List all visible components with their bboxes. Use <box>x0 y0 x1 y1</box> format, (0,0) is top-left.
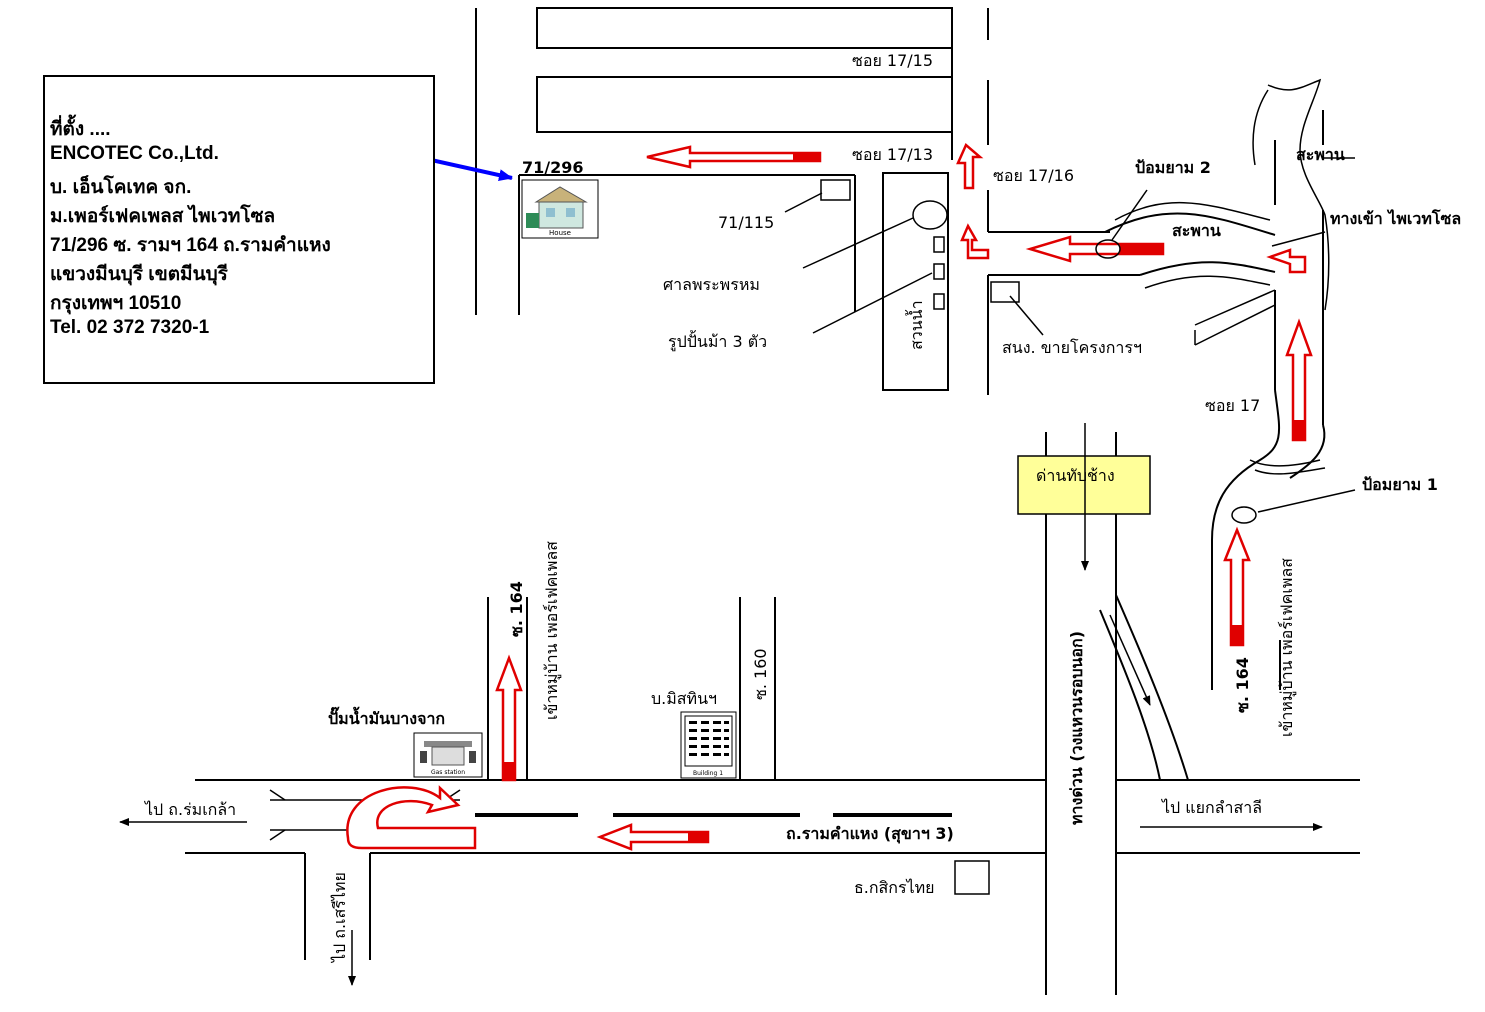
route-arrows <box>346 142 1313 851</box>
label-soi-17-13: ซอย 17/13 <box>852 145 933 164</box>
label-soi-164-left: ซ. 164 <box>507 581 526 637</box>
label-kasikorn: ธ.กสิกรไทย <box>854 878 935 897</box>
info-heading: ที่ตั้ง .... <box>50 119 111 140</box>
leader-lines <box>784 189 1356 513</box>
kasikorn-bank-box <box>954 860 990 895</box>
label-soi-17: ซอย 17 <box>1205 396 1260 415</box>
house-71-115-box <box>820 179 851 201</box>
label-private-entrance: ทางเข้า ไพเวทโซล <box>1330 208 1461 228</box>
label-soi-17-16: ซอย 17/16 <box>993 166 1074 185</box>
label-guard-2: ป้อมยาม 2 <box>1135 158 1211 177</box>
water-park-block <box>882 172 949 391</box>
label-horses: รูปปั้นม้า 3 ตัว <box>668 330 767 352</box>
building-icon: Building 1 <box>680 711 737 779</box>
label-to-serithai: ไป ถ.เสรีไทย <box>330 872 349 964</box>
address-info-box: ที่ตั้ง .... ENCOTEC Co.,Ltd. บ. เอ็นโคเ… <box>43 75 435 384</box>
house-icon-map: House <box>521 179 599 239</box>
expressway-roads <box>1017 423 1189 995</box>
guard-post-1 <box>1231 506 1257 524</box>
label-soi-164-right: ซ. 164 <box>1233 657 1252 713</box>
info-address: 71/296 ซ. รามฯ 164 ถ.รามคำแหง <box>50 235 331 256</box>
label-water-park: สวนน้ำ <box>905 300 926 350</box>
canal-bridge <box>1104 78 1355 690</box>
label-guard-1: ป้อมยาม 1 <box>1362 475 1438 494</box>
info-company-en: ENCOTEC Co.,Ltd. <box>50 143 219 164</box>
label-enter-village-right: เข้าหมู่บ้าน เพอร์เฟคเพลส <box>1277 558 1297 737</box>
toll-gate-box <box>1017 455 1151 515</box>
info-tel: Tel. 02 372 7320-1 <box>50 317 210 338</box>
map-labels: 71/296 ซอย 17/15 ซอย 17/13 ซอย 17/16 ซอย… <box>143 51 1461 964</box>
label-sales-office: สนง. ขายโครงการฯ <box>1002 338 1142 357</box>
guard-post-2 <box>1095 239 1121 259</box>
info-company-th: บ. เอ็นโคเทค จก. <box>50 177 192 198</box>
label-bridge-1: สะพาน <box>1172 221 1221 240</box>
svg-text:House: House <box>549 229 571 237</box>
label-ramkhamhaeng: ถ.รามคำแหง (สุขาฯ 3) <box>786 824 954 844</box>
svg-text:Gas station: Gas station <box>431 769 465 776</box>
village-roads <box>475 7 1140 395</box>
shrine-circle <box>912 200 948 230</box>
svg-text:Building 1: Building 1 <box>693 770 723 777</box>
info-village: ม.เพอร์เฟคเพลส ไพเวทโซล <box>50 206 276 227</box>
label-shrine: ศาลพระพรหม <box>663 275 760 294</box>
label-soi-160: ซ. 160 <box>751 648 770 700</box>
ramkhamhaeng-road <box>185 597 1360 960</box>
label-soi-17-15: ซอย 17/15 <box>852 51 933 70</box>
landmarks <box>820 179 1257 895</box>
label-to-romklao: ไป ถ.ร่มเกล้า <box>143 800 236 819</box>
sales-office-box <box>990 281 1020 303</box>
label-house-no: 71/296 <box>522 158 584 177</box>
label-toll-gate: ด่านทับช้าง <box>1036 466 1115 485</box>
info-city: กรุงเทพฯ 10510 <box>50 293 182 314</box>
direction-arrows <box>119 818 1323 986</box>
label-misathin: บ.มิสทินฯ <box>651 689 717 708</box>
gas-station-icon: Gas station <box>413 732 483 778</box>
label-to-lamsalee: ไป แยกลำสาลี <box>1160 798 1262 817</box>
label-bridge-2: สะพาน <box>1296 145 1345 164</box>
label-house-71-115: 71/115 <box>718 213 774 232</box>
label-gas-station: ปั๊มน้ำมันบางจาก <box>328 706 445 728</box>
info-district: แขวงมีนบุรี เขตมีนบุรี <box>50 264 228 285</box>
label-enter-village-left: เข้าหมู่บ้าน เพอร์เฟคเพลส <box>542 541 562 720</box>
label-expressway: ทางด่วน (วงแหวนรอบนอก) <box>1067 631 1086 825</box>
